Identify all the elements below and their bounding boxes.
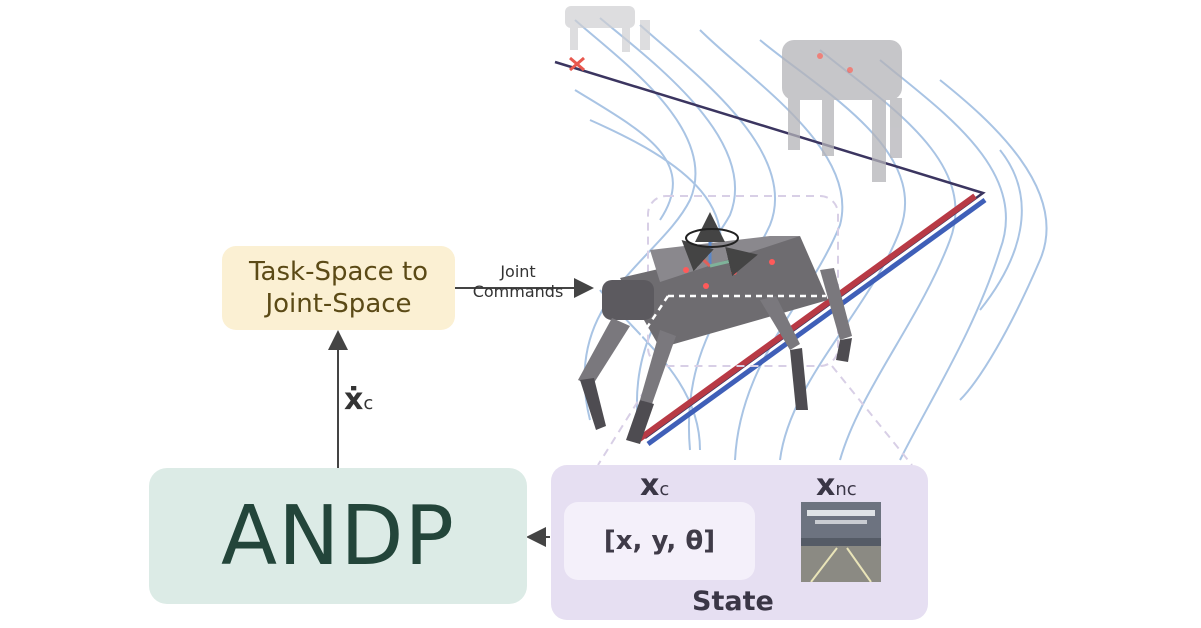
joint-commands-label: Joint Commands: [457, 262, 579, 302]
ghost-robot-mid: [782, 40, 902, 182]
velocity-symbol: ẋ: [344, 382, 364, 417]
xc-subscript: c: [659, 479, 670, 500]
quadruped-robot: [578, 236, 852, 444]
task-box-line1: Task-Space to: [248, 257, 429, 287]
camera-image: [801, 502, 881, 582]
pose-axes: [681, 212, 758, 277]
andp-label: ANDP: [220, 488, 456, 584]
velocity-subscript: c: [363, 393, 374, 414]
xc-symbol: x: [640, 468, 660, 503]
joint-commands-line2: Commands: [472, 282, 564, 301]
task-to-joint-space-box: Task-Space to Joint-Space: [222, 246, 455, 330]
joint-commands-line1: Joint: [500, 262, 536, 281]
xc-label: xc: [640, 468, 669, 503]
velocity-label: ẋc: [344, 382, 373, 417]
ghost-robot-far: [565, 6, 650, 52]
state-label: State: [692, 586, 774, 617]
xnc-label: xnc: [816, 468, 857, 503]
andp-box: ANDP: [149, 468, 527, 604]
target-marker: [569, 56, 585, 72]
xnc-symbol: x: [816, 468, 836, 503]
xc-value: [x, y, θ]: [603, 526, 716, 556]
xnc-subscript: nc: [835, 479, 857, 500]
robot-trajectory: [554, 60, 987, 447]
task-box-line2: Joint-Space: [265, 289, 412, 319]
xc-value-box: [x, y, θ]: [564, 502, 755, 580]
